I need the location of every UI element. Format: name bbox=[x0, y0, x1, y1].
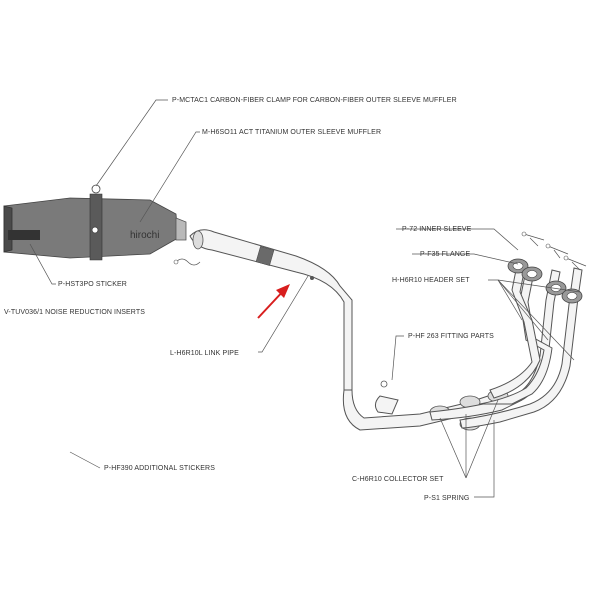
label-sticker: P-HST3PO STICKER bbox=[58, 281, 127, 288]
link-pipe bbox=[189, 229, 353, 393]
muffler bbox=[3, 184, 187, 261]
label-inner-sleeve: P-72 INNER SLEEVE bbox=[402, 226, 472, 233]
muffler-spring bbox=[173, 258, 201, 266]
label-flange: P-F35 FLANGE bbox=[420, 251, 470, 258]
flanges bbox=[507, 258, 583, 304]
label-link-pipe: L-H6R10L LINK PIPE bbox=[170, 350, 239, 357]
inner-sleeves bbox=[521, 231, 587, 271]
label-spring: P-S1 SPRING bbox=[424, 495, 469, 502]
label-collector-set: C-H6R10 COLLECTOR SET bbox=[352, 476, 444, 483]
label-additional-stickers: P-HF390 ADDITIONAL STICKERS bbox=[104, 465, 215, 472]
leader-lines bbox=[29, 99, 581, 498]
label-clamp: P-MCTAC1 CARBON-FIBER CLAMP FOR CARBON-F… bbox=[172, 97, 457, 104]
label-muffler: M-H6SO11 ACT TITANIUM OUTER SLEEVE MUFFL… bbox=[202, 129, 381, 136]
red-arrow bbox=[257, 284, 290, 319]
label-header-set: H-H6R10 HEADER SET bbox=[392, 277, 470, 284]
watermark: hirochi bbox=[130, 230, 159, 241]
label-inserts: V-TUV036/1 NOISE REDUCTION INSERTS bbox=[4, 309, 145, 316]
label-fitting-parts: P-HF 263 FITTING PARTS bbox=[408, 333, 494, 340]
